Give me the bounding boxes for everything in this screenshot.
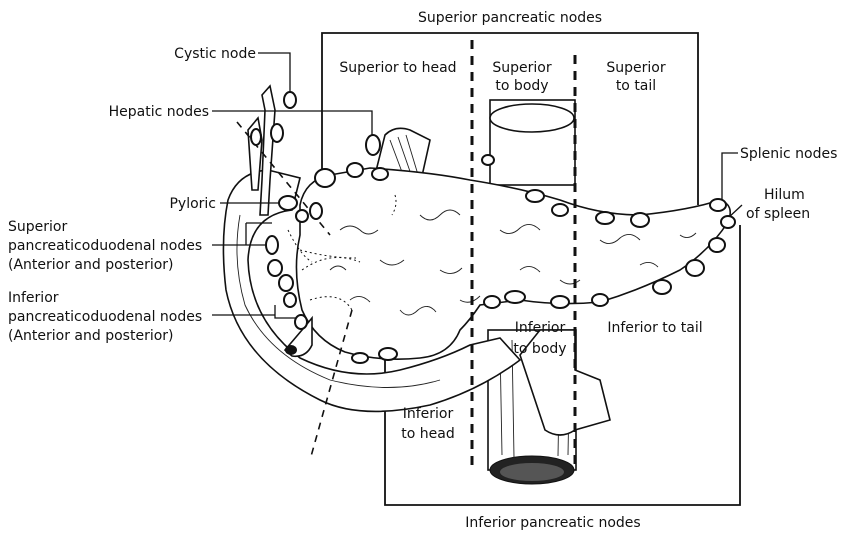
inferior-pd-label-line3: (Anterior and posterior) [8, 328, 174, 344]
pancreas-lobule-texture [329, 209, 697, 316]
superior-pd-label-line3: (Anterior and posterior) [8, 257, 174, 273]
lymph-node [365, 134, 381, 156]
lymph-node [483, 295, 501, 309]
lymph-node [595, 211, 615, 225]
lymph-node [550, 295, 570, 309]
hilum-label-line2: of spleen [746, 206, 810, 222]
lymph-node [278, 195, 298, 211]
lymph-node [265, 235, 279, 255]
inferior-pd-label-line2: pancreaticoduodenal nodes [8, 309, 202, 325]
inferior-pd-label-line1: Inferior [8, 290, 59, 306]
inferior-to-head-label-line2: to head [401, 426, 454, 442]
inferior-to-body-label-line2: to body [513, 341, 566, 357]
superior-to-head-label: Superior to head [339, 60, 456, 76]
lymph-node [270, 123, 284, 143]
inferior-to-body-label-line1: Inferior [515, 320, 566, 336]
lymph-node [351, 352, 369, 364]
superior-pd-leader [212, 222, 272, 246]
lymph-node [278, 274, 294, 292]
pyloric-label: Pyloric [169, 196, 216, 212]
superior-to-tail-label-line1: Superior [606, 60, 665, 76]
lymph-node [481, 154, 495, 166]
splenic-nodes-label: Splenic nodes [740, 146, 837, 162]
superior-pd-label-line1: Superior [8, 219, 67, 235]
lymph-node [709, 198, 727, 212]
lymph-node [283, 91, 297, 109]
lymph-node [708, 237, 726, 253]
lymph-nodes [250, 91, 736, 364]
lymph-node [267, 259, 283, 277]
hepatic-nodes-label: Hepatic nodes [109, 104, 209, 120]
superior-pancreatic-nodes-label: Superior pancreatic nodes [418, 10, 602, 26]
lymph-node [371, 167, 389, 181]
inferior-pancreatic-nodes-label: Inferior pancreatic nodes [465, 515, 640, 531]
lymph-node [720, 215, 736, 229]
lymph-node [283, 292, 297, 308]
duodenum-illustration [222, 169, 522, 413]
lymph-node [504, 290, 526, 304]
lymph-node [346, 162, 364, 178]
superior-nodes-region-box [321, 32, 699, 205]
hilum-label-line1: Hilum [764, 187, 805, 203]
lymph-node [525, 189, 545, 203]
lymph-node [652, 279, 672, 295]
hepatic-nodes-leader [212, 110, 373, 140]
lymph-node [551, 203, 569, 217]
aorta-illustration [487, 99, 577, 485]
superior-pd-label-line2: pancreaticoduodenal nodes [8, 238, 202, 254]
lymph-node [591, 293, 609, 307]
pancreatic-duct-outline [287, 229, 357, 263]
lymph-node [294, 314, 308, 330]
lymph-node [314, 168, 336, 188]
superior-to-tail-label-line2: to tail [616, 78, 656, 94]
inferior-pd-leader [212, 305, 300, 319]
lymph-node [295, 209, 309, 223]
inferior-to-head-label-line1: Inferior [403, 406, 454, 422]
lymph-node [685, 259, 705, 277]
cystic-node-leader [258, 52, 291, 92]
superior-to-body-label-line1: Superior [492, 60, 551, 76]
inferior-nodes-region-box [384, 225, 741, 506]
cystic-node-label: Cystic node [174, 46, 256, 62]
duodenum-inner-wall [236, 214, 441, 388]
pancreatic-head-fold [301, 194, 397, 311]
lymph-node [630, 212, 650, 228]
lymph-node [250, 128, 262, 146]
lymph-node [309, 202, 323, 220]
superior-to-body-label-line2: to body [495, 78, 548, 94]
splenic-nodes-leader [721, 152, 738, 200]
inferior-to-tail-label: Inferior to tail [607, 320, 702, 336]
lymph-node [378, 347, 398, 361]
